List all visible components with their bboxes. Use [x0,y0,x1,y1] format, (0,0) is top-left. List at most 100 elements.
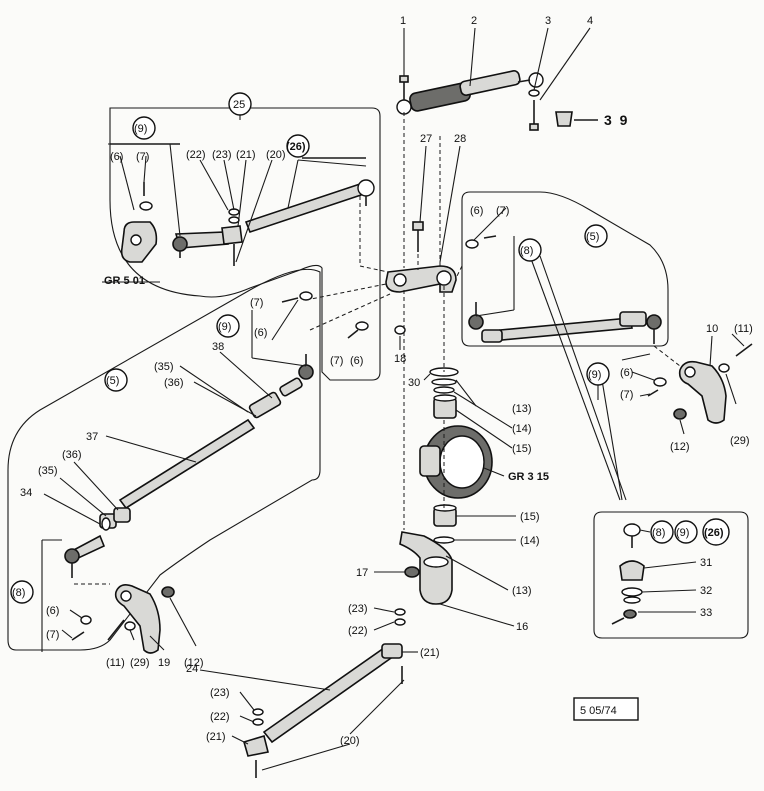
washer-22-bottom [252,718,264,726]
figure-code: 5 05/74 [580,705,617,717]
label-7b: (7) [250,297,263,309]
label-11a: (11) [106,657,125,669]
label-5b: (5) [586,231,599,243]
label-gr501: GR 5 01 [104,275,145,287]
label-20a: (20) [266,149,286,161]
label-6e: (6) [470,205,483,217]
assembly-line [305,283,387,301]
group-8-9-26-outline [593,511,749,639]
clamps-35-36-left [99,507,131,531]
steering-damper [396,70,544,115]
label-9c: (9) [588,369,601,381]
label-13a: (13) [512,403,532,415]
nut-17 [404,566,420,578]
nut-12-right [673,408,687,420]
label-31: 31 [700,557,712,569]
bolt-1 [399,75,409,100]
washer-29-left [124,621,136,631]
label-12a: (12) [184,657,204,669]
pin-7-left [71,631,85,641]
assembly-line [455,265,463,279]
label-21c: (21) [206,731,226,743]
assembly-line [653,345,681,367]
label-23b: (23) [348,603,368,615]
steering-arm-19 [114,584,161,654]
ball-joint-right [468,302,503,343]
label-30: 30 [408,377,420,389]
group-5-right-outline [461,191,669,347]
label-28: 28 [454,133,466,145]
label-37: 37 [86,431,98,443]
ball-joint-exploded [611,523,645,625]
pin-7-right [647,389,659,397]
bushing-15a [433,394,457,419]
label-6b: (6) [254,327,267,339]
label-25: 25 [233,99,245,111]
label-7d: (7) [46,629,59,641]
label-15b: (15) [520,511,540,523]
label-29a: (29) [130,657,150,669]
bolt-11-right [735,343,753,357]
label-22a: (22) [186,149,206,161]
washer-18 [394,325,406,335]
callout-rings [10,92,730,604]
tie-rod-26 [244,179,375,233]
label-2: 2 [471,15,477,27]
label-6c: (6) [350,355,363,367]
group-25-outline [109,107,381,381]
label-24: 24 [186,663,198,675]
label-7c: (7) [330,355,343,367]
label-26b: (26) [704,527,724,539]
label-38: 38 [212,341,224,353]
washer-14b [433,536,455,544]
label-33: 33 [700,607,712,619]
label-13b: (13) [512,585,532,597]
label-16: 16 [516,621,528,633]
nut-6-right-top [465,239,479,249]
label-gr315: GR 3 15 [508,471,549,483]
label-6f: (6) [620,367,633,379]
label-1: 1 [400,15,406,27]
label-39: 3 9 [604,112,629,128]
label-19: 19 [158,657,170,669]
drag-link-24 [243,643,403,757]
nut-23-bottom [252,708,264,716]
bolt-4 [529,100,539,131]
label-23c: (23) [210,687,230,699]
label-14b: (14) [520,535,540,547]
bolt-27 [412,221,424,252]
label-35b: (35) [38,465,58,477]
label-8c: (8) [652,527,665,539]
label-3: 3 [545,15,551,27]
label-6d: (6) [46,605,59,617]
assembly-line [309,293,391,331]
nut-6-mid [299,291,313,301]
nut-6-top [139,201,153,211]
ring-13a [431,378,457,386]
washer-22 [228,216,240,224]
tie-rod-right [499,311,662,344]
pin-7-mid2 [347,329,359,339]
label-23a: (23) [212,149,232,161]
label-9b: (9) [218,321,231,333]
label-34: 34 [20,487,32,499]
part-labels: 1 2 3 4 3 9 25 (9) (6) (7) (22) (23) (21… [12,15,753,747]
assembly-line [359,265,389,273]
pitman-arm-16 [399,531,453,605]
label-7e: (7) [496,205,509,217]
steering-arm-10 [678,360,727,424]
nut-6-right [653,377,667,387]
label-36b: (36) [62,449,82,461]
bolt-11-left [107,619,125,641]
label-17: 17 [356,567,368,579]
ball-joint-left-25 [172,231,229,258]
leader-lines [41,27,745,771]
nut-6-left [80,615,92,625]
washer-22-top [394,618,406,626]
label-12b: (12) [670,441,690,453]
label-22b: (22) [348,625,368,637]
tie-rod-37 [118,418,256,510]
label-36a: (36) [164,377,184,389]
